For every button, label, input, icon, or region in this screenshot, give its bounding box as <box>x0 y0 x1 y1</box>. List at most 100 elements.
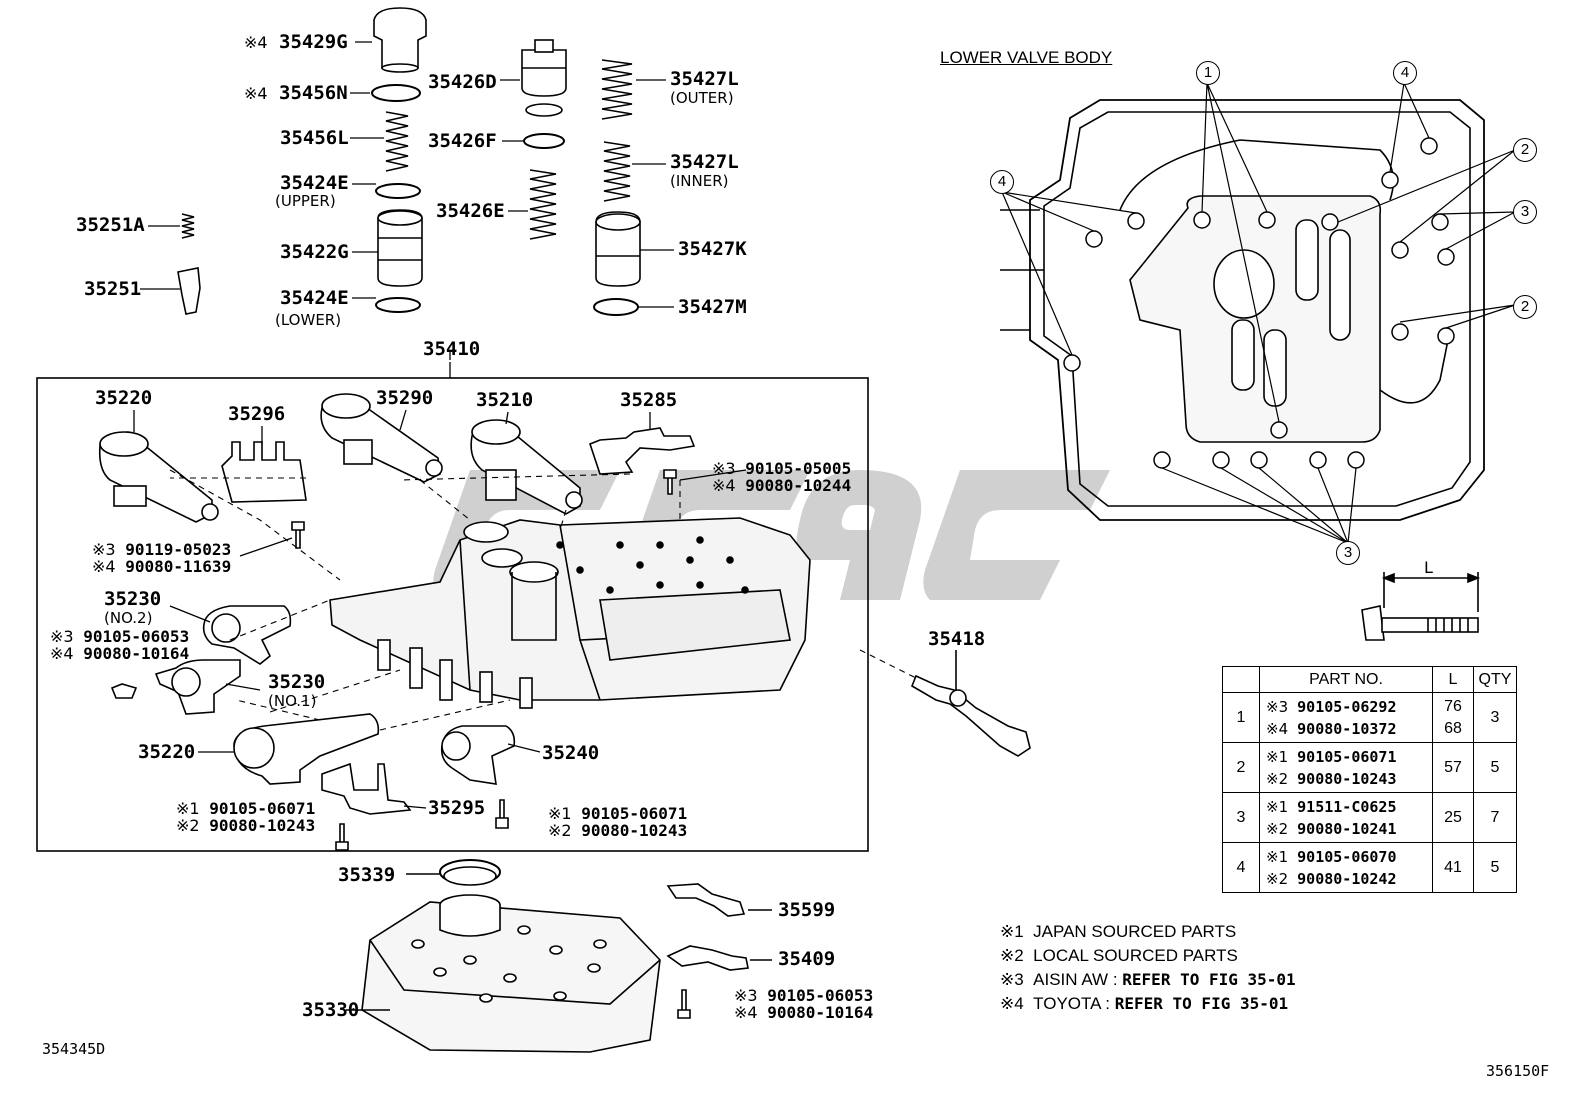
part-35220-b-shape <box>233 713 380 785</box>
callout-4-top: 4 <box>1393 61 1417 85</box>
label-35251[interactable]: 35251 <box>84 278 142 300</box>
figure-ref-right: 356150F <box>1486 1062 1550 1080</box>
bolt-shapes <box>110 469 691 1019</box>
table-header-qty: QTY <box>1473 666 1517 693</box>
part-35230-no1-shape <box>154 659 241 715</box>
table-header-part-no: PART NO. <box>1259 666 1433 693</box>
label-outer: (OUTER) <box>670 89 734 107</box>
legend-ref-link-3[interactable]: REFER TO FIG 35-01 <box>1122 970 1296 989</box>
table-row: 2 ※1 90105-06071※2 90080-10243 57 5 <box>1222 742 1517 793</box>
callout-3-right: 3 <box>1513 200 1537 224</box>
table-header-blank <box>1222 666 1260 693</box>
bolt-label-90105-06053-a[interactable]: ※3 90105-06053※4 90080-10164 <box>50 627 190 663</box>
bolt-label-90105-06071-b[interactable]: ※1 90105-06071※2 90080-10243 <box>548 804 688 840</box>
label-35285[interactable]: 35285 <box>620 389 678 411</box>
part-35285-shape <box>589 427 696 475</box>
table-header-l: L <box>1432 666 1474 693</box>
label-35409[interactable]: 35409 <box>778 948 836 970</box>
callout-2-top: 2 <box>1513 138 1537 162</box>
part-35251A-shape <box>181 213 195 239</box>
label-35456N[interactable]: ※4 35456N <box>244 82 348 104</box>
label-35427L-outer[interactable]: 35427L <box>670 68 739 90</box>
bolt-label-90105-06053-b[interactable]: ※3 90105-06053※4 90080-10164 <box>734 986 874 1022</box>
label-35424E-lower[interactable]: 35424E <box>280 287 349 309</box>
part-35427L-outer-shape <box>601 59 633 120</box>
part-35296-shape <box>221 441 307 503</box>
label-35290[interactable]: 35290 <box>376 387 434 409</box>
label-35426E[interactable]: 35426E <box>436 200 505 222</box>
label-35240[interactable]: 35240 <box>542 742 600 764</box>
label-35422G[interactable]: 35422G <box>280 241 349 263</box>
label-35296[interactable]: 35296 <box>228 403 286 425</box>
label-35410[interactable]: 35410 <box>423 338 481 360</box>
valve-body-shape <box>329 517 811 709</box>
label-35220-a[interactable]: 35220 <box>95 387 153 409</box>
lower-valve-body-title: LOWER VALVE BODY <box>940 48 1113 67</box>
part-35426E-shape <box>529 169 557 240</box>
lower-body-bolts <box>1063 137 1455 469</box>
label-35427K[interactable]: 35427K <box>678 238 747 260</box>
part-35230-no2-shape <box>202 605 292 665</box>
label-35426F[interactable]: 35426F <box>428 130 497 152</box>
label-35426D[interactable]: 35426D <box>428 71 497 93</box>
part-35427K-shape <box>595 211 641 287</box>
label-no1: (NO.1) <box>268 692 317 710</box>
label-35330[interactable]: 35330 <box>302 999 360 1021</box>
label-35418[interactable]: 35418 <box>928 628 986 650</box>
label-35210[interactable]: 35210 <box>476 389 534 411</box>
label-35427L-inner[interactable]: 35427L <box>670 151 739 173</box>
label-lower: (LOWER) <box>275 311 342 329</box>
part-35220-a-shape <box>98 431 219 523</box>
part-35427L-inner-shape <box>603 141 631 202</box>
part-35339-shape <box>406 859 501 886</box>
label-35230-no1[interactable]: 35230 <box>268 671 326 693</box>
label-35456L[interactable]: 35456L <box>280 127 349 149</box>
part-35424E-upper-shape <box>375 183 421 199</box>
part-35427M-shape <box>593 298 639 316</box>
legend-ref-link-4[interactable]: REFER TO FIG 35-01 <box>1114 994 1289 1013</box>
part-35456L-shape <box>385 111 409 172</box>
part-35418-shape <box>911 650 1031 757</box>
bolt-label-90105-06071-a[interactable]: ※1 90105-06071※2 90080-10243 <box>176 799 316 835</box>
label-35295[interactable]: 35295 <box>428 797 486 819</box>
legend-item-4: ※4 TOYOTA : REFER TO FIG 35-01 <box>1000 994 1289 1013</box>
part-35429G-shape <box>373 7 427 73</box>
label-35339[interactable]: 35339 <box>338 864 396 886</box>
label-35220-b[interactable]: 35220 <box>138 741 196 763</box>
part-35210-shape <box>470 419 583 515</box>
part-35599-shape <box>666 883 746 917</box>
bolt-label-90119-05023[interactable]: ※3 90119-05023※4 90080-11639 <box>92 540 232 576</box>
bolt-label-90105-05005[interactable]: ※3 90105-05005※4 90080-10244 <box>712 459 852 495</box>
part-35251-shape <box>177 267 201 315</box>
callout-2-right: 2 <box>1513 295 1537 319</box>
label-35599[interactable]: 35599 <box>778 899 836 921</box>
label-35230-no2[interactable]: 35230 <box>104 588 162 610</box>
part-35240-shape <box>440 725 516 785</box>
part-35426F-shape <box>523 133 565 149</box>
part-35295-shape <box>321 762 412 815</box>
table-row: 3 ※1 91511-C0625※2 90080-10241 25 7 <box>1222 792 1517 843</box>
callout-3-bottom: 3 <box>1336 541 1360 565</box>
part-35424E-lower-shape <box>375 297 421 313</box>
part-35426D-shape <box>521 39 567 117</box>
table-row: 4 ※1 90105-06070※2 90080-10242 41 5 <box>1222 842 1517 893</box>
lower-valve-body-view <box>1000 82 1516 544</box>
legend-item-3: ※3 AISIN AW : REFER TO FIG 35-01 <box>1000 970 1296 989</box>
figure-ref-left: 354345D <box>42 1040 106 1058</box>
bolt-dimension-figure <box>1361 572 1481 641</box>
label-35429G[interactable]: ※4 35429G <box>244 31 348 53</box>
label-35424E-upper[interactable]: 35424E <box>280 172 349 194</box>
label-35427M[interactable]: 35427M <box>678 296 747 318</box>
bolt-spec-table: PART NO. L QTY 1 ※3 90105-06292※4 90080-… <box>1222 666 1517 893</box>
part-35290-shape <box>320 393 443 483</box>
legend-item-1: ※1 JAPAN SOURCED PARTS <box>1000 922 1237 941</box>
label-inner: (INNER) <box>670 172 729 190</box>
part-35422G-shape <box>377 209 423 287</box>
callout-1: 1 <box>1196 61 1220 85</box>
callout-4-left: 4 <box>990 170 1014 194</box>
label-35251A[interactable]: 35251A <box>76 214 145 236</box>
label-upper: (UPPER) <box>275 192 336 210</box>
